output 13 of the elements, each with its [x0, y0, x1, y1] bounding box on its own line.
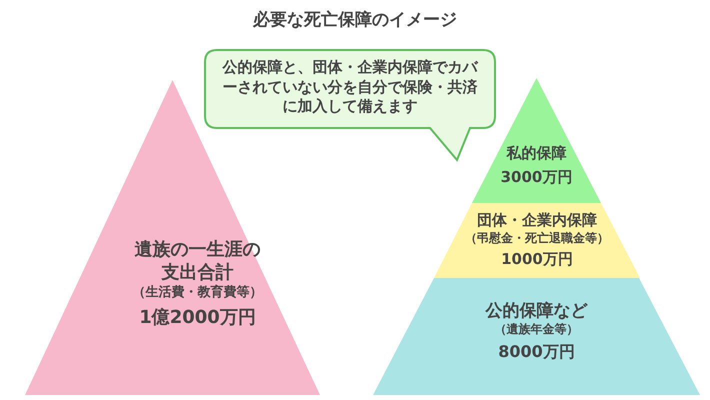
tier-heading: 団体・企業内保障	[477, 211, 597, 230]
bubble-text: 公的保障と、団体・企業内保障でカバーされていない分を自分で保険・共済に加入して備えます	[221, 58, 480, 116]
tier-heading: 私的保障	[506, 144, 566, 164]
amount-label: 1000万円	[501, 250, 573, 270]
tier-note: （遺族年金等）	[494, 322, 578, 338]
amount-label: 3000万円	[500, 168, 572, 187]
diagram-title: 必要な死亡保障のイメージ	[252, 9, 458, 31]
amount-label: 1億2000万円	[139, 306, 256, 330]
tier-heading: 公的保障など	[486, 300, 588, 322]
tier-note: （弔慰金・死亡退職金等）	[465, 230, 609, 246]
tier-heading: 遺族の一生涯の支出合計	[134, 238, 262, 284]
amount-label: 8000万円	[498, 342, 575, 362]
tier-note: （生活費・教育費等）	[132, 284, 262, 302]
